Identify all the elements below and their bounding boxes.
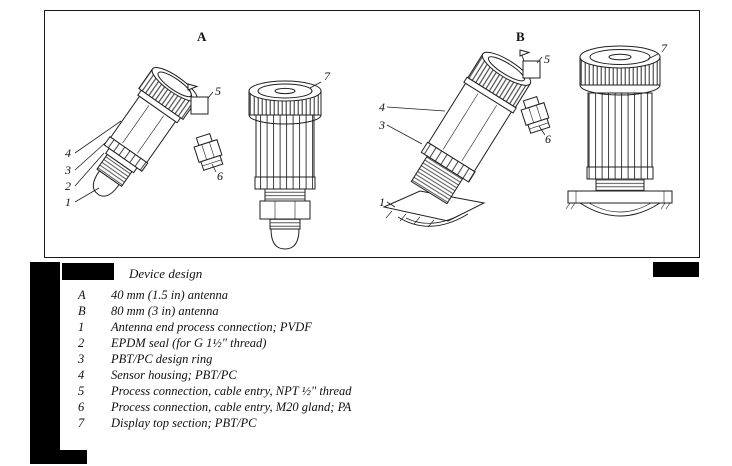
redaction-figure-number: [62, 263, 114, 280]
callout-4: 4: [65, 146, 71, 160]
callout-3: 3: [64, 163, 71, 177]
variant-a-label: A: [197, 29, 207, 44]
legend-item: 1 Antenna end process connection; PVDF: [78, 319, 352, 335]
legend-item: 6 Process connection, cable entry, M20 g…: [78, 399, 352, 415]
cable-entry-marker-a: [187, 83, 214, 115]
device-a-angled-drawing: [92, 67, 198, 197]
callout-5b: 5: [544, 52, 550, 66]
cable-gland-a: [193, 132, 224, 173]
figure-frame: A B: [44, 10, 700, 258]
legend-item-text: 40 mm (1.5 in) antenna: [111, 288, 228, 302]
legend-item-key: 4: [78, 368, 85, 382]
legend-item-text: PBT/PC design ring: [111, 352, 213, 366]
redaction-left-bar: [30, 262, 60, 452]
figure-legend: A 40 mm (1.5 in) antenna B 80 mm (3 in) …: [78, 287, 352, 431]
figure-caption: Device design: [129, 266, 203, 281]
legend-item-key: 2: [78, 336, 85, 350]
legend-item-key: 6: [78, 400, 85, 414]
legend-item-text: EPDM seal (for G 1½" thread): [111, 336, 267, 350]
callout-7b: 7: [661, 41, 668, 55]
callout-5: 5: [215, 84, 221, 98]
legend-item-text: Sensor housing; PBT/PC: [111, 368, 237, 382]
device-design-figure: A B: [64, 29, 673, 250]
variant-b-label: B: [516, 29, 525, 44]
legend-item-text: Antenna end process connection; PVDF: [111, 320, 312, 334]
cable-gland-b: [520, 95, 551, 136]
callout-3b: 3: [378, 118, 385, 132]
callout-6: 6: [217, 169, 223, 183]
callout-leaders-a: [74, 120, 122, 203]
legend-item: B 80 mm (3 in) antenna: [78, 303, 352, 319]
legend-item-text: Process connection, cable entry, NPT ½" …: [111, 384, 352, 398]
legend-item-key: 3: [78, 352, 85, 366]
callout-4b: 4: [379, 100, 385, 114]
legend-item-key: 5: [78, 384, 85, 398]
callout-1b: 1: [379, 195, 385, 209]
legend-item: 7 Display top section; PBT/PC: [78, 415, 352, 431]
redaction-bottom-bar: [30, 450, 87, 464]
callout-6b: 6: [545, 132, 551, 146]
device-b-front-drawing: [565, 45, 673, 217]
cable-entry-marker-b: [519, 49, 543, 79]
callout-7: 7: [324, 69, 331, 83]
legend-item: 2 EPDM seal (for G 1½" thread): [78, 335, 352, 351]
legend-item-key: 1: [78, 320, 85, 334]
legend-item-key: B: [78, 304, 86, 318]
device-b-angled-drawing: [382, 51, 532, 228]
legend-item-text: Display top section; PBT/PC: [111, 416, 257, 430]
callout-2: 2: [65, 179, 71, 193]
legend-item: 5 Process connection, cable entry, NPT ½…: [78, 383, 352, 399]
legend-item-text: Process connection, cable entry, M20 gla…: [111, 400, 352, 414]
legend-item: 4 Sensor housing; PBT/PC: [78, 367, 352, 383]
device-a-front-drawing: [248, 80, 322, 250]
redaction-top-right: [653, 262, 699, 277]
legend-item-key: 7: [78, 416, 85, 430]
legend-item: 3 PBT/PC design ring: [78, 351, 352, 367]
legend-item: A 40 mm (1.5 in) antenna: [78, 287, 352, 303]
callout-1: 1: [65, 195, 71, 209]
legend-item-key: A: [78, 288, 86, 302]
legend-item-text: 80 mm (3 in) antenna: [111, 304, 219, 318]
callout-leaders-b: [386, 106, 446, 208]
